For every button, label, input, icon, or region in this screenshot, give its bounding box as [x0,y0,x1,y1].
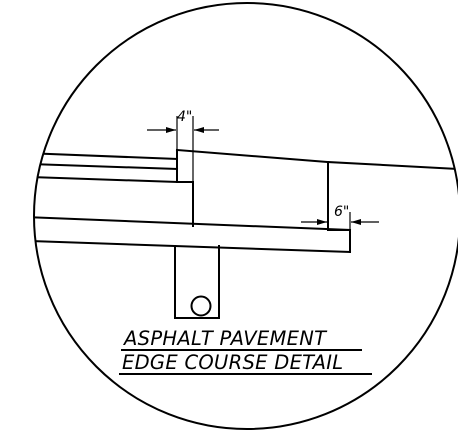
edge-toe-outline [327,229,351,253]
underdrain-box [174,245,220,319]
dim-label-right: 6" [334,204,349,220]
surface-line [175,148,330,164]
dim-arrow-left [317,219,327,225]
pavement-layer-line [34,214,352,232]
dim-arrow-left [166,127,176,133]
pavement-layer-line [34,161,179,171]
underdrain-pipe [190,295,212,317]
detail-circle [33,2,458,430]
detail-title-line2: EDGE COURSE DETAIL [122,351,343,374]
detail-title-line1: ASPHALT PAVEMENT [122,327,328,350]
dim-arrow-right [194,127,204,133]
surface-line [326,160,458,171]
pavement-layer-line [34,174,179,184]
pavement-layer-line [34,150,179,161]
dim-label-top: 4" [177,109,192,125]
dim-arrow-right [351,219,361,225]
edge-step-outline [176,149,194,227]
